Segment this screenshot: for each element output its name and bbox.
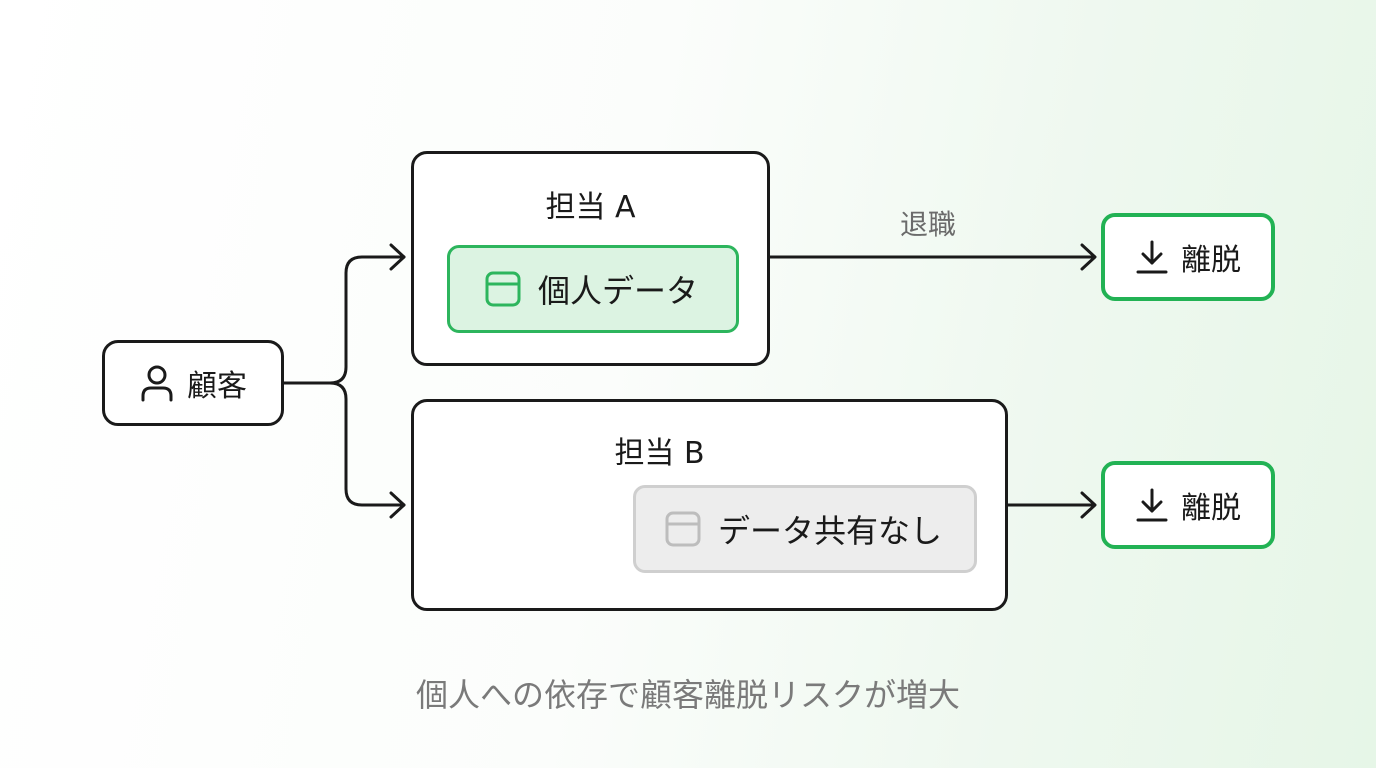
staff-b-title: 担当 B [614,436,705,471]
customer-label: 顧客 [187,369,247,404]
staff-a-node: 担当 A 個人データ [411,151,770,366]
branch-to-staff-b-line [328,381,406,507]
arrowhead-to-churn-b [1080,491,1097,519]
window-icon [484,270,522,308]
churn-node-b: 離脱 [1101,461,1275,549]
staff-b-node: 担当 B データ共有なし [411,399,1008,611]
customer-to-branch-line [282,255,406,385]
no-data-sharing-label: データ共有なし [718,512,943,550]
staff-a-title: 担当 A [545,190,636,225]
customer-node: 顧客 [102,340,284,426]
churn-label-b: 離脱 [1181,491,1241,526]
diagram-caption: 個人への依存で顧客離脱リスクが増大 [415,676,960,714]
arrowhead-to-staff-b [389,491,406,519]
download-icon [1135,239,1169,275]
download-icon [1135,487,1169,523]
arrowhead-to-churn-a [1080,243,1097,271]
window-icon [664,510,702,548]
churn-node-a: 離脱 [1101,213,1275,301]
churn-label-a: 離脱 [1181,243,1241,278]
person-icon [139,363,175,403]
personal-data-chip: 個人データ [447,245,739,333]
personal-data-label: 個人データ [538,272,699,310]
resignation-edge-label: 退職 [900,208,957,241]
no-data-sharing-chip: データ共有なし [633,485,977,573]
arrowhead-to-staff-a [389,243,406,271]
